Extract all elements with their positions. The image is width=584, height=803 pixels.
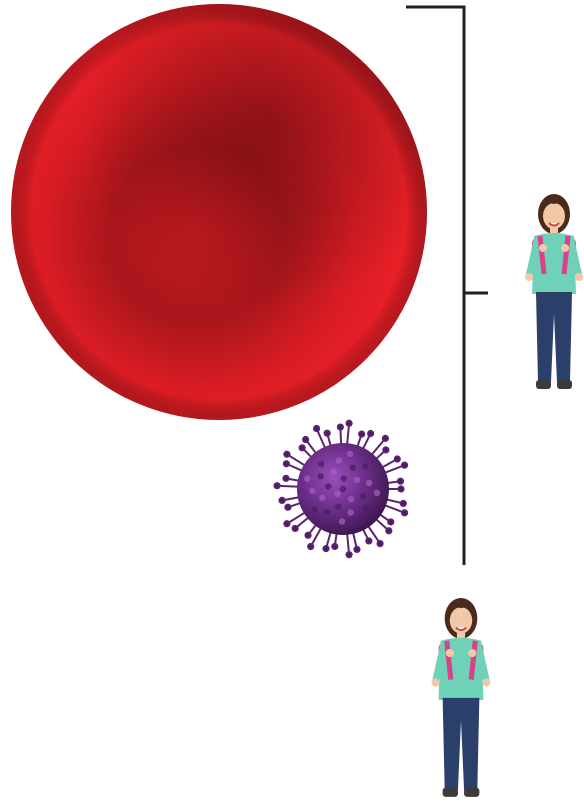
red-blood-cell-icon xyxy=(11,4,427,420)
girl-scaled-icon xyxy=(525,194,583,389)
girl-full-icon xyxy=(431,598,490,797)
scale-bracket-icon xyxy=(406,7,488,565)
virus-icon xyxy=(274,421,407,558)
